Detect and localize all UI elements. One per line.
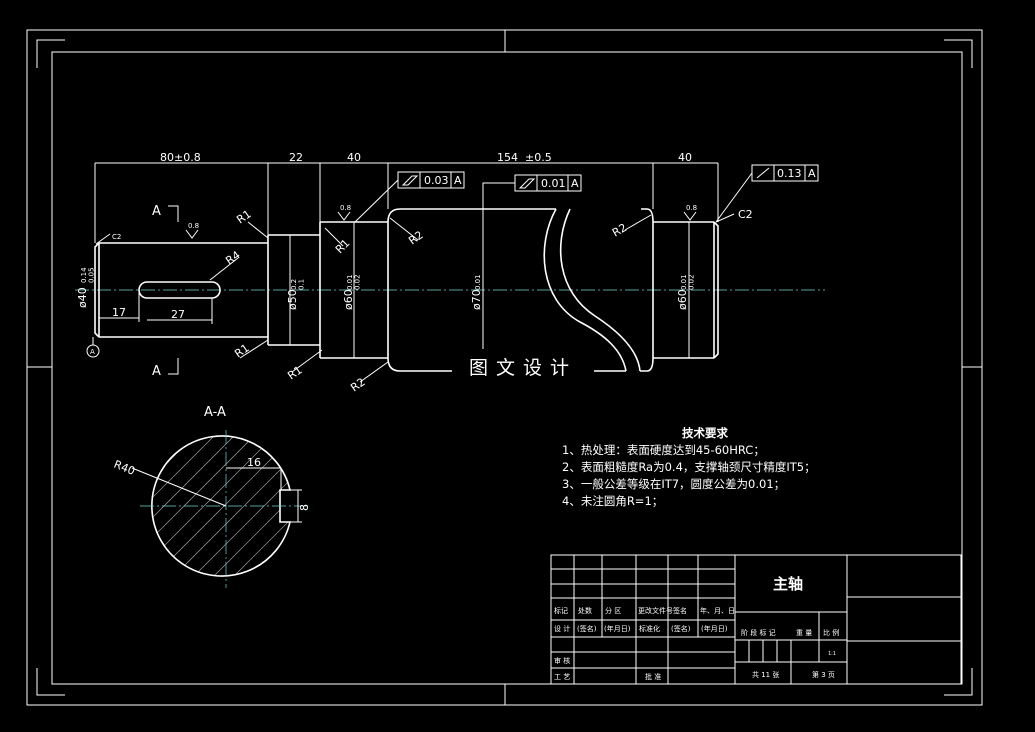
tb-label-change-doc: 更改文件号 bbox=[638, 606, 673, 615]
r1-bottom-label: R1 bbox=[232, 341, 251, 360]
shaft-outline bbox=[94, 208, 719, 372]
gtol-1-datum: A bbox=[454, 174, 462, 187]
gtol-frame-3: 0.13 A bbox=[715, 164, 819, 223]
tb-label-count: 处数 bbox=[578, 606, 592, 615]
watermark: 图文设计 bbox=[452, 349, 594, 383]
tb-scale-label: 比 例 bbox=[823, 628, 839, 637]
dim-d70: ø70 bbox=[470, 289, 483, 310]
tb-review: 审 核 bbox=[554, 656, 570, 665]
requirement-3: 3、一般公差等级在IT7，圆度公差为0.01； bbox=[562, 477, 785, 491]
datum-label: A bbox=[90, 348, 95, 356]
section-cut-marks bbox=[168, 205, 179, 375]
dim-d50-tol: 0.20.1 bbox=[290, 279, 306, 290]
tb-label-sign: 签名 bbox=[673, 606, 687, 615]
dim-d60-left: ø60 bbox=[342, 289, 355, 310]
tb-total-sheets: 共 11 张 bbox=[752, 670, 779, 679]
roughness-2: 0.8 bbox=[340, 204, 351, 212]
r4-label: R4 bbox=[223, 248, 242, 267]
dim-d60-right: ø60 bbox=[676, 289, 689, 310]
dim-154: 154 bbox=[497, 151, 518, 164]
title-block-grid bbox=[550, 554, 962, 685]
part-name: 主轴 bbox=[773, 575, 803, 593]
tb-label-zone: 分 区 bbox=[605, 606, 621, 615]
dim-40-left: 40 bbox=[347, 151, 361, 164]
top-dimension-lines bbox=[94, 162, 719, 243]
r40-label: R40 bbox=[112, 458, 137, 478]
dim-154-tol: ±0.5 bbox=[525, 151, 552, 164]
gtol-3-datum: A bbox=[808, 167, 816, 180]
dim-80: 80±0.8 bbox=[160, 151, 201, 164]
gtol-frame-2: 0.01 A bbox=[482, 174, 582, 209]
tb-process: 工 艺 bbox=[554, 673, 570, 681]
dim-d40: ø40 bbox=[76, 287, 89, 308]
gtol-2-datum: A bbox=[571, 177, 579, 190]
inner-border-frame bbox=[51, 51, 963, 685]
section-outline bbox=[151, 435, 292, 577]
chamfer-right-label: C2 bbox=[738, 208, 753, 221]
r1-step-label: R1 bbox=[285, 363, 304, 382]
requirements-title: 技术要求 bbox=[682, 426, 728, 440]
title-block-row-labels: 标记 处数 分 区 更改文件号 签名 年、月、日 bbox=[554, 606, 735, 615]
section-hatching bbox=[151, 435, 290, 576]
dim-d70-tol: 0.01 bbox=[474, 274, 482, 290]
tb-design-date: (年月日) bbox=[604, 624, 631, 633]
dim-8: 8 bbox=[298, 504, 311, 511]
keyway-dims bbox=[99, 290, 213, 324]
requirement-1: 1、热处理：表面硬度达到45-60HRC； bbox=[562, 443, 765, 457]
tb-sheet-no: 第 3 页 bbox=[812, 670, 835, 679]
tb-scale: 1:1 bbox=[828, 651, 836, 657]
dim-d50: ø50 bbox=[286, 289, 299, 310]
diameter-dim-lines bbox=[289, 209, 690, 371]
tb-design: 设 计 bbox=[554, 624, 570, 633]
center-marks bbox=[27, 30, 982, 705]
gtol-2-value: 0.01 bbox=[541, 177, 566, 190]
tb-weight: 重 量 bbox=[796, 629, 812, 637]
tb-standard-date: (年月日) bbox=[701, 624, 728, 633]
roughness-3: 0.8 bbox=[686, 204, 697, 212]
dim-d40-tol: 0.140.05 bbox=[80, 267, 96, 283]
tb-approve: 批 准 bbox=[645, 672, 661, 681]
dim-d60-left-tol: 0.010.02 bbox=[346, 274, 362, 290]
corner-marks bbox=[36, 39, 973, 696]
gtol-1-value: 0.03 bbox=[424, 174, 449, 187]
chamfer-left-label: C2 bbox=[112, 233, 121, 241]
roughness-symbols bbox=[185, 211, 697, 239]
roughness-1: 0.8 bbox=[188, 222, 199, 230]
dim-16: 16 bbox=[247, 456, 261, 469]
tb-standard: 标准化 bbox=[639, 624, 660, 633]
dim-40-right: 40 bbox=[678, 151, 692, 164]
section-mark-top: A bbox=[152, 204, 161, 219]
r1-top-label: R1 bbox=[234, 207, 253, 226]
tb-design-sign: (签名) bbox=[577, 624, 597, 633]
section-title: A-A bbox=[204, 405, 226, 420]
section-dims bbox=[131, 467, 302, 523]
section-mark-bottom: A bbox=[152, 364, 161, 379]
r2-a-label: R2 bbox=[406, 228, 425, 247]
requirement-2: 2、表面粗糙度Ra为0.4，支撑轴颈尺寸精度IT5； bbox=[562, 460, 816, 474]
gtol-frame-1: 0.03 A bbox=[354, 171, 465, 223]
dim-27: 27 bbox=[171, 308, 185, 321]
tb-standard-sign: (签名) bbox=[671, 624, 691, 633]
title-block-design-row: 设 计 (签名) (年月日) 标准化 (签名) (年月日) bbox=[554, 624, 728, 633]
tb-label-mark: 标记 bbox=[554, 606, 568, 615]
tb-stage-mark: 阶 段 标 记 bbox=[741, 628, 776, 637]
tb-label-date: 年、月、日 bbox=[700, 606, 735, 615]
requirement-4: 4、未注圆角R=1； bbox=[562, 494, 663, 508]
r2-c-label: R2 bbox=[610, 221, 629, 240]
gtol-3-value: 0.13 bbox=[777, 167, 802, 180]
leader-lines bbox=[95, 213, 735, 383]
dim-d60-right-tol: 0.010.02 bbox=[680, 274, 696, 290]
dim-17: 17 bbox=[112, 306, 126, 319]
dim-22: 22 bbox=[289, 151, 303, 164]
